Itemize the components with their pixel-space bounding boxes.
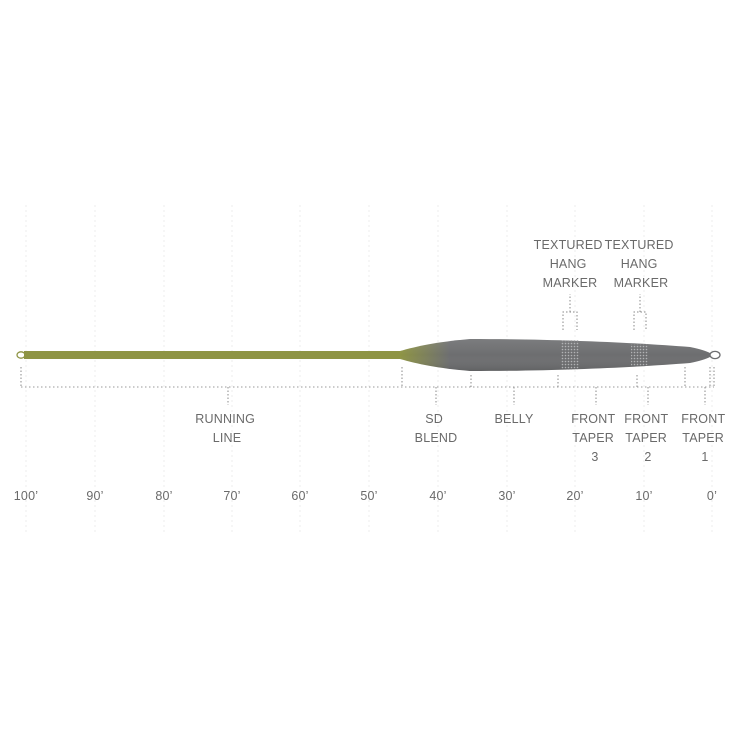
hang-marker-brackets (562, 294, 647, 330)
section-front-taper-1-label: FRONT TAPER 1 (681, 412, 729, 464)
hang-marker-texture-2 (631, 344, 648, 366)
section-sd-blend-label: SD BLEND (415, 412, 458, 445)
section-running-line-label: RUNNING LINE (195, 412, 258, 445)
scale-label: 50’ (360, 489, 377, 503)
running-line-shape (24, 351, 406, 359)
scale-label: 70’ (223, 489, 240, 503)
scale-label: 40’ (429, 489, 446, 503)
scale-label: 30’ (498, 489, 515, 503)
section-front-taper-2-label: FRONT TAPER 2 (624, 412, 672, 464)
hang-marker-texture-1 (561, 340, 579, 370)
distance-scale: 100’ 90’ 80’ 70’ 60’ 50’ 40’ 30’ 20’ 10’… (14, 489, 717, 503)
scale-label: 90’ (86, 489, 103, 503)
scale-label: 10’ (635, 489, 652, 503)
section-front-taper-3-label: FRONT TAPER 3 (571, 412, 619, 464)
scale-label: 60’ (291, 489, 308, 503)
rear-loop (16, 351, 26, 359)
scale-label: 0’ (707, 489, 717, 503)
front-loop (709, 350, 721, 360)
marker-labels: TEXTURED HANG MARKER TEXTURED HANG MARKE… (534, 238, 678, 290)
scale-label: 20’ (566, 489, 583, 503)
scale-label: 80’ (155, 489, 172, 503)
head-shading (400, 339, 710, 371)
section-labels: RUNNING LINE SD BLEND BELLY FRONT TAPER … (195, 412, 729, 464)
fly-line (16, 339, 721, 371)
marker-1-label: TEXTURED HANG MARKER (534, 238, 607, 290)
section-belly-label: BELLY (495, 412, 534, 426)
dimension-line (20, 367, 715, 405)
scale-label: 100’ (14, 489, 38, 503)
marker-2-label: TEXTURED HANG MARKER (605, 238, 678, 290)
background-grid (25, 205, 713, 535)
